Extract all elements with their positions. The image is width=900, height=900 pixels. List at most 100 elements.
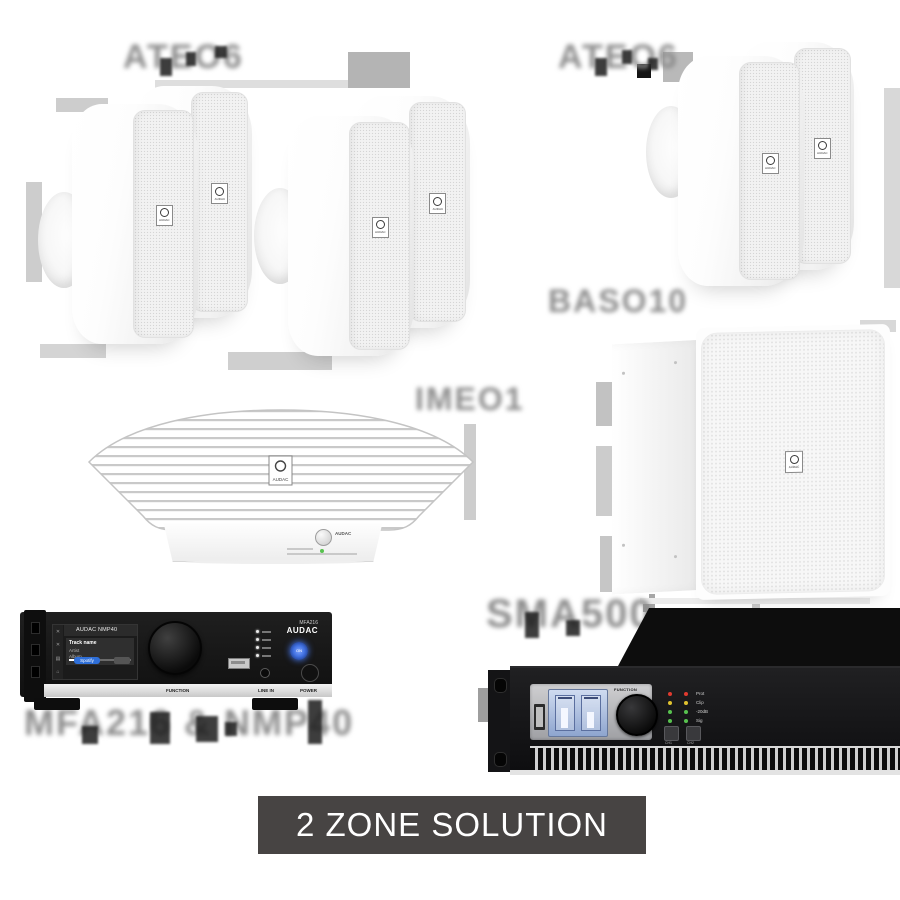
- line-in-jack: [260, 668, 270, 678]
- close-icon: ✕: [55, 628, 61, 635]
- prot-led: [668, 692, 672, 696]
- soundbar-base-brand: AUDAC: [335, 531, 352, 536]
- artist-name: Artist: [69, 648, 80, 653]
- usb-port: [228, 658, 250, 669]
- label-chunk: [648, 58, 658, 70]
- power-amplifier: FUNCTION Prot Clip -20dB Sig CH1 CH2: [478, 600, 900, 780]
- led-label-bar: [262, 647, 271, 649]
- label-chunk: [150, 712, 170, 744]
- line-in-label: LINE IN: [258, 688, 275, 693]
- status-led: [256, 630, 259, 633]
- media-amplifier: ✕ ✕ ▤ ⌂ AUDAC NMP40 Track name Artist Albu…: [20, 610, 332, 712]
- spotify-source-button: Spotify: [74, 657, 100, 664]
- pixel-artifact: [26, 182, 42, 282]
- on-button-label: ON: [296, 648, 302, 653]
- status-led: [256, 646, 259, 649]
- audac-badge-icon: AUDAC: [155, 204, 173, 226]
- audac-badge-icon: AUDAC: [371, 216, 389, 238]
- pixel-artifact: [228, 352, 332, 370]
- label-chunk: [308, 700, 322, 744]
- label-chunk: [595, 58, 607, 76]
- mfa-bottom-strip: FUNCTION LINE IN POWER: [44, 684, 332, 697]
- audac-badge-icon: AUDAC: [785, 450, 803, 474]
- ch2-label: CH2: [687, 741, 695, 745]
- solution-banner: 2 ZONE SOLUTION: [258, 796, 646, 854]
- amp-top-face: [618, 608, 900, 666]
- led-label-bar: [262, 655, 271, 657]
- subwoofer-front: AUDAC: [696, 323, 890, 601]
- device-foot: [252, 698, 298, 710]
- pixel-artifact: [478, 688, 490, 722]
- close-icon: ✕: [55, 642, 61, 649]
- subwoofer-shadow: [640, 598, 870, 604]
- led-label: -20dB: [696, 709, 709, 714]
- soundbar-louver-body: AUDAC: [87, 409, 475, 531]
- album-name: Album: [69, 654, 131, 659]
- status-led: [256, 654, 259, 657]
- label-subwoofer: BASO10: [548, 283, 689, 319]
- mfa-rack-ear: [24, 610, 46, 702]
- now-playing-panel: Track name Artist Album Spotify: [66, 638, 134, 665]
- channel-meter: [555, 695, 575, 731]
- track-name: Track name: [69, 640, 97, 646]
- pixel-artifact: [596, 446, 616, 516]
- label-chunk: [622, 50, 632, 64]
- label-chunk: [186, 52, 196, 66]
- amp-rack-ear: [488, 670, 514, 772]
- led-label: Sig: [696, 718, 703, 723]
- soundbar-base: AUDAC: [163, 523, 383, 562]
- amp-front-panel: FUNCTION Prot Clip -20dB Sig CH1 CH2: [510, 666, 900, 774]
- speaker-grille: [133, 110, 195, 338]
- volume-knob: [315, 529, 332, 546]
- soundbar-shadow: [185, 560, 365, 564]
- function-label: FUNCTION: [614, 687, 638, 692]
- ch1-label: CH1: [665, 741, 673, 745]
- screen-title: AUDAC NMP40: [64, 625, 137, 636]
- screen-icon-column: ✕ ✕ ▤ ⌂: [53, 625, 63, 679]
- svg-text:AUDAC: AUDAC: [273, 477, 290, 482]
- amp-lcd-screen: [548, 689, 608, 737]
- label-chunk: [566, 620, 580, 636]
- clip-led: [668, 701, 672, 705]
- label-soundbar: IMEO1: [415, 381, 525, 417]
- led-label: Clip: [696, 700, 704, 705]
- signal-led: [668, 710, 672, 714]
- brand-logotype: AUDAC: [286, 626, 318, 635]
- led-label: Prot: [696, 691, 705, 696]
- wall-speaker: AUDAC: [678, 56, 804, 286]
- power-label: POWER: [300, 688, 318, 693]
- subwoofer: AUDAC: [612, 323, 890, 601]
- audac-badge-icon: AUDAC: [761, 152, 779, 174]
- device-foot: [34, 698, 80, 710]
- usb-port: [534, 704, 545, 730]
- power-button: [301, 664, 319, 682]
- function-knob: [616, 694, 658, 736]
- soundbar: AUDAC AUDAC: [85, 404, 477, 564]
- function-label: FUNCTION: [166, 688, 190, 693]
- signal-led: [684, 719, 688, 723]
- audac-badge-icon: AUDAC: [268, 455, 293, 486]
- banner-text: 2 ZONE SOLUTION: [295, 806, 609, 843]
- pixel-artifact: [649, 594, 655, 618]
- status-led: [256, 638, 259, 641]
- pixel-artifact: [884, 88, 900, 288]
- fineprint-bar: [287, 553, 357, 555]
- subwoofer-side-panel: [612, 339, 704, 595]
- pixel-artifact: [596, 382, 616, 426]
- list-icon: ▤: [55, 655, 61, 662]
- wall-speaker: AUDAC: [288, 116, 414, 356]
- function-knob: [148, 621, 202, 675]
- on-button: ON: [290, 642, 308, 660]
- mfa-model-text: MFA216 AUDAC: [287, 620, 318, 635]
- fineprint-bar: [287, 548, 313, 550]
- pixel-artifact: [40, 344, 106, 358]
- clip-led: [684, 701, 688, 705]
- pixel-artifact: [348, 52, 410, 88]
- label-chunk: [215, 46, 227, 58]
- model-number: MFA216: [299, 620, 318, 626]
- amp-shadow: [510, 770, 900, 775]
- led-label-bar: [262, 639, 271, 641]
- audac-badge-icon: AUDAC: [429, 193, 447, 215]
- home-icon: ⌂: [56, 669, 60, 676]
- nmp40-screen: ✕ ✕ ▤ ⌂ AUDAC NMP40 Track name Artist Albu…: [52, 624, 138, 680]
